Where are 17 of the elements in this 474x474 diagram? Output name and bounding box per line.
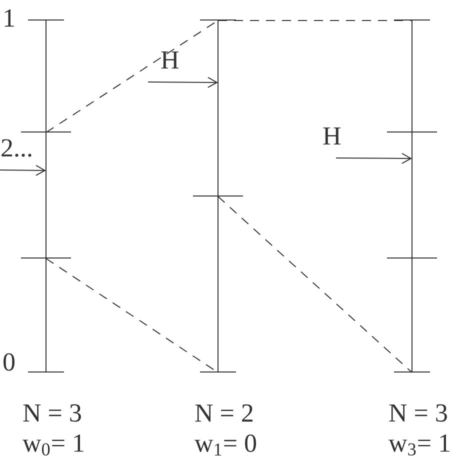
- column-caption: w$_{3}$= 1: [388, 434, 450, 456]
- scale-bar: [192, 20, 244, 372]
- dashed-line: [218, 20, 412, 21]
- column-caption: w$_{0}$= 1: [22, 434, 84, 456]
- arrow: [336, 152, 412, 164]
- column-caption: N = 3: [23, 404, 81, 422]
- edge-label: H: [161, 51, 179, 68]
- scale-bar: [386, 20, 438, 372]
- edge-label: 2...: [2, 139, 32, 157]
- arrow: [0, 164, 46, 176]
- column-caption: N = 3: [389, 404, 447, 422]
- column-caption: N = 2: [195, 404, 253, 422]
- dashed-line: [218, 196, 412, 373]
- column-caption: w$_{1}$= 0: [194, 434, 256, 456]
- arrow: [148, 76, 218, 88]
- scale-value: 1: [4, 9, 14, 27]
- edge-label: H: [323, 127, 341, 144]
